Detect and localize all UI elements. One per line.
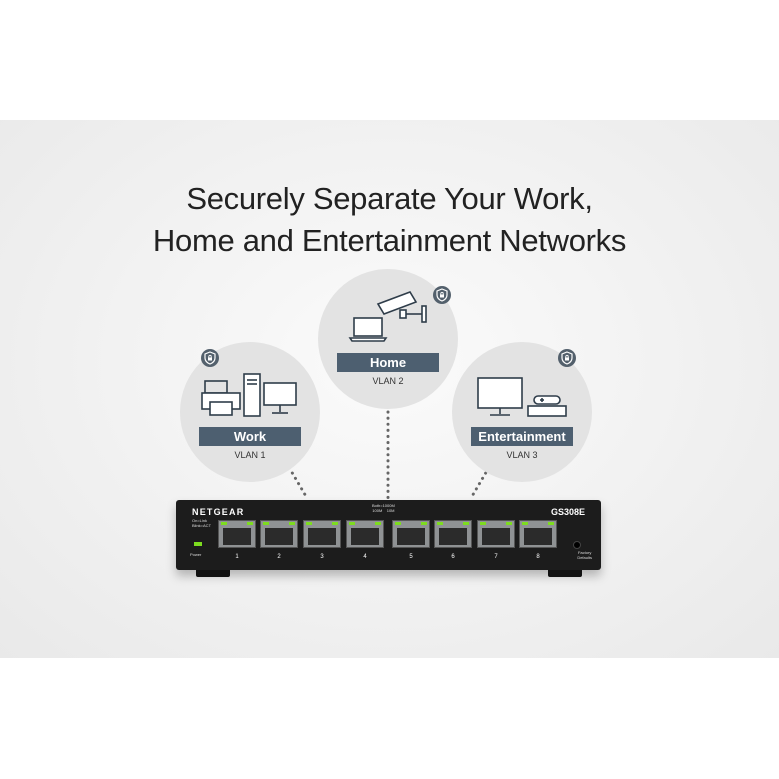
headline: Securely Separate Your Work, Home and En…: [0, 178, 779, 262]
factory-reset-label: Factory Defaults: [577, 550, 592, 560]
game-console-icon: [527, 395, 567, 417]
led-legend-speed-top: Both=1000M: [372, 503, 395, 508]
headline-line-1: Securely Separate Your Work,: [186, 181, 593, 216]
speed-led: [375, 522, 381, 525]
port-number: 8: [536, 554, 540, 560]
speed-led: [421, 522, 427, 525]
power-led: [194, 542, 202, 546]
model-number: GS308E: [550, 507, 585, 517]
vlan-connectors: [278, 410, 500, 500]
link-led: [437, 522, 443, 525]
home-vlan: VLAN 2: [372, 376, 404, 386]
entertainment-devices-icon: [477, 377, 567, 417]
shield-lock-icon: [433, 286, 451, 304]
link-led: [263, 522, 269, 525]
port-number: 5: [409, 554, 413, 560]
security-camera-icon: [376, 291, 427, 323]
home-label: Home: [337, 353, 439, 372]
desktop-tower-icon: [243, 373, 261, 417]
ethernet-port-1[interactable]: [218, 520, 256, 548]
led-legend-speed-bottom: 100M 10M: [372, 508, 395, 513]
switch-foot-right: [548, 570, 582, 577]
port-number: 1: [235, 554, 239, 560]
work-label: Work: [199, 427, 301, 446]
speed-led: [289, 522, 295, 525]
laptop-icon: [348, 317, 388, 342]
monitor-icon: [263, 382, 297, 414]
speed-led: [506, 522, 512, 525]
work-vlan: VLAN 1: [234, 450, 266, 460]
entertainment-label: Entertainment: [471, 427, 573, 446]
speed-led: [548, 522, 554, 525]
tv-icon: [477, 377, 523, 416]
port-number: 7: [494, 554, 498, 560]
speed-led: [332, 522, 338, 525]
ethernet-port-2[interactable]: [260, 520, 298, 548]
port-number: 6: [451, 554, 455, 560]
home-devices-icon: [348, 291, 427, 342]
link-led: [480, 522, 486, 525]
speed-led: [247, 522, 253, 525]
led-legend-speed: Both=1000M 100M 10M: [372, 503, 395, 513]
link-led: [522, 522, 528, 525]
link-led: [306, 522, 312, 525]
link-led: [221, 522, 227, 525]
ethernet-port-5[interactable]: [392, 520, 430, 548]
link-led: [395, 522, 401, 525]
work-devices-icon: [201, 373, 297, 417]
ethernet-port-4[interactable]: [346, 520, 384, 548]
shield-lock-icon: [558, 349, 576, 367]
ethernet-port-7[interactable]: [477, 520, 515, 548]
link-led: [349, 522, 355, 525]
ethernet-port-6[interactable]: [434, 520, 472, 548]
port-number: 4: [363, 554, 367, 560]
banner-background: Securely Separate Your Work, Home and En…: [0, 120, 779, 658]
network-switch: NETGEAR GS308E On=Link Blink=ACT Both=10…: [176, 500, 601, 570]
port-number: 2: [277, 554, 281, 560]
port-number: 3: [320, 554, 324, 560]
shield-lock-icon: [201, 349, 219, 367]
factory-reset-button[interactable]: [573, 541, 581, 549]
headline-line-2: Home and Entertainment Networks: [152, 223, 627, 258]
ethernet-port-3[interactable]: [303, 520, 341, 548]
entertainment-vlan: VLAN 3: [506, 450, 538, 460]
brand-logo: NETGEAR: [192, 507, 245, 517]
printer-icon: [201, 380, 241, 416]
led-legend-left: On=Link Blink=ACT: [192, 518, 212, 528]
speed-led: [463, 522, 469, 525]
power-label: Power: [190, 552, 202, 557]
switch-foot-left: [196, 570, 230, 577]
ethernet-port-8[interactable]: [519, 520, 557, 548]
